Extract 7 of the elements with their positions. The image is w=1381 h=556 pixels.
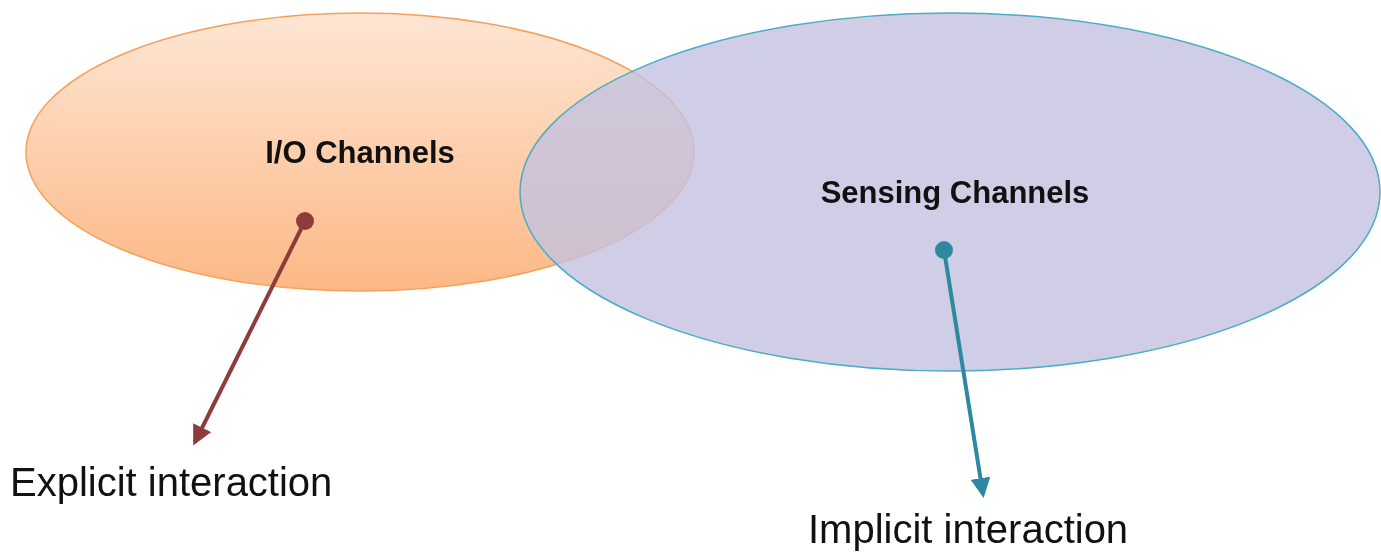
arrow	[193, 212, 314, 446]
arrow	[935, 241, 991, 498]
interaction-label: Explicit interaction	[10, 460, 333, 505]
interaction-label: Implicit interaction	[808, 507, 1129, 552]
ellipse-label: Sensing Channels	[820, 175, 1090, 211]
ellipse-label: I/O Channels	[265, 135, 455, 171]
channel-ellipse	[519, 12, 1381, 372]
